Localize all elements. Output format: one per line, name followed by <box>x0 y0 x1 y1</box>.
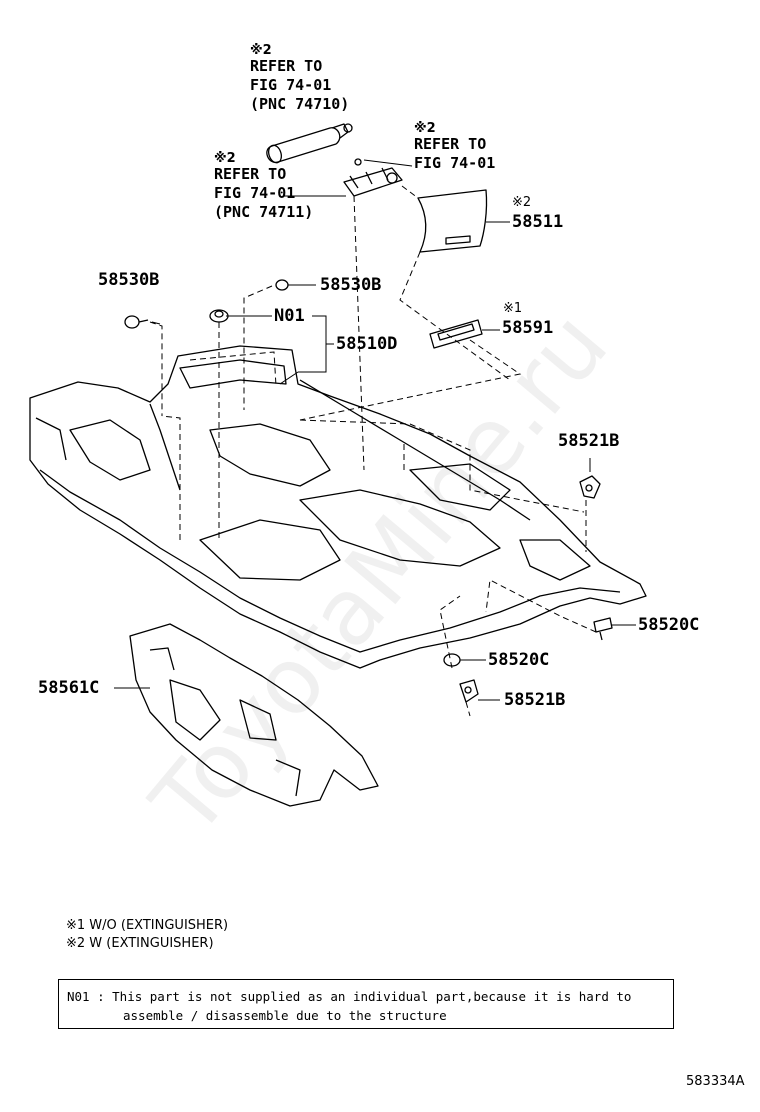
legend-item-1: ※1 W/O (EXTINGUISHER) <box>66 918 229 933</box>
legend-item-2: ※2 W (EXTINGUISHER) <box>66 936 214 951</box>
plate-58591 <box>429 319 483 349</box>
clip-58520c-mid <box>443 653 461 667</box>
ref-callout-74711: ※2 REFER TO FIG 74-01 (PNC 74711) <box>214 152 313 222</box>
ref-line: FIG 74-01 <box>414 154 496 172</box>
note-box: N01 : This part is not supplied as an in… <box>58 979 674 1029</box>
part-label-58520c-right[interactable]: 58520C <box>638 615 700 635</box>
ref-line: (PNC 74711) <box>214 203 314 221</box>
ref-mark: ※2 <box>250 43 272 58</box>
cover-plate-58511 <box>417 189 488 253</box>
grommet-n01 <box>209 309 229 323</box>
part-label-n01[interactable]: N01 <box>274 306 305 326</box>
floor-carpet-assembly <box>29 345 647 669</box>
part-label-58520c-mid[interactable]: 58520C <box>488 650 550 670</box>
part-label-58521b-bottom[interactable]: 58521B <box>504 690 566 710</box>
extinguisher-cylinder <box>266 123 353 164</box>
clip-58520c-right <box>593 617 613 641</box>
part-label-58530b-top[interactable]: 58530B <box>320 275 382 295</box>
mark-58511: ※2 <box>512 195 532 210</box>
clip-58530b-top <box>275 279 316 291</box>
clip-58530b-left <box>124 315 149 329</box>
note-line-2: assemble / disassemble due to the struct… <box>123 1008 447 1023</box>
ref-line: (PNC 74710) <box>250 95 350 113</box>
mark-58591: ※1 <box>503 301 523 316</box>
ref-line: REFER TO <box>214 165 287 183</box>
part-label-58510d[interactable]: 58510D <box>336 334 398 354</box>
dash-silencer-58561c <box>129 623 379 807</box>
ref-line: REFER TO <box>250 57 323 75</box>
clip-58521b-bottom <box>459 679 479 703</box>
ref-callout-74-01: ※2 REFER TO FIG 74-01 <box>414 122 495 173</box>
ref-mark: ※2 <box>414 121 436 136</box>
ref-callout-74710: ※2 REFER TO FIG 74-01 (PNC 74710) <box>250 44 349 114</box>
part-label-58521b-right[interactable]: 58521B <box>558 431 620 451</box>
part-label-58561c[interactable]: 58561C <box>38 678 100 698</box>
ref-line: FIG 74-01 <box>214 184 296 202</box>
part-label-58591[interactable]: 58591 <box>502 318 554 338</box>
part-label-58511[interactable]: 58511 <box>512 212 564 232</box>
note-line-1: N01 : This part is not supplied as an in… <box>67 989 632 1004</box>
extinguisher-bracket <box>343 158 403 197</box>
ref-line: FIG 74-01 <box>250 76 332 94</box>
ref-mark: ※2 <box>214 151 236 166</box>
part-label-58530b-left[interactable]: 58530B <box>98 270 160 290</box>
diagram-id: 583334A <box>686 1074 745 1089</box>
ref-line: REFER TO <box>414 135 487 153</box>
clip-58521b-right <box>579 475 601 499</box>
